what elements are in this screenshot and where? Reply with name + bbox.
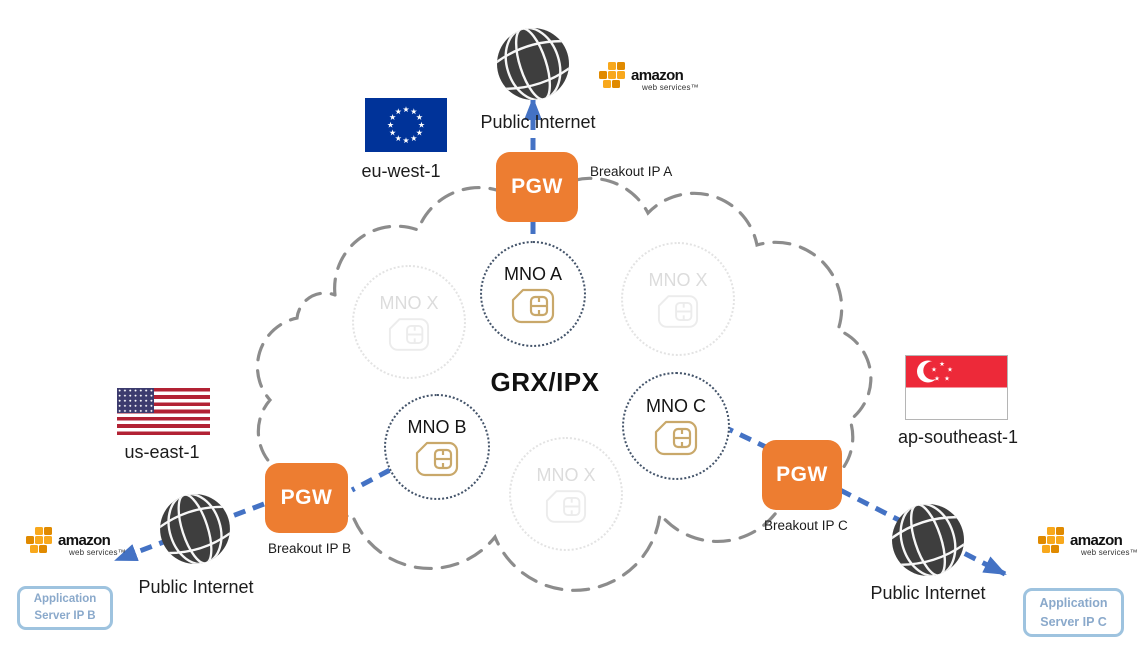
application-server-ip-c-box: Application Server IP C [1023, 588, 1124, 637]
mno-x-circle-top-right: MNO X [621, 242, 735, 356]
aws-logo-webservices-text: web services™ [642, 83, 699, 92]
internet-globe-icon-a [486, 17, 579, 110]
us-flag-canton [117, 388, 154, 414]
aws-logo-amazon-text: amazon [631, 67, 684, 84]
singapore-flag [905, 355, 1008, 420]
grx-ipx-core-label: GRX/IPX [490, 367, 600, 397]
application-server-ip-b-box: Application Server IP B [17, 586, 113, 630]
mno-x-circle-left: MNO X [352, 265, 466, 379]
internet-globe-icon-c [881, 493, 974, 586]
arrow-pgw-b-to-app-server-b [114, 501, 265, 563]
breakout-ip-a-label: Breakout IP A [590, 164, 673, 179]
aws-logo-right: amazon web services™ [1037, 527, 1138, 557]
internet-globe-icon-b [150, 484, 240, 574]
sim-card-icon [545, 489, 587, 523]
mno-x-circle-bottom: MNO X [509, 437, 623, 551]
public-internet-label-a: Public Internet [480, 112, 596, 132]
region-label-eu-west-1: eu-west-1 [361, 161, 441, 181]
mno-x-label: MNO X [379, 292, 439, 313]
region-label-ap-southeast-1: ap-southeast-1 [897, 427, 1019, 447]
pgw-a-box: PGW [496, 152, 578, 222]
us-flag [117, 388, 210, 435]
public-internet-label-b: Public Internet [138, 577, 254, 597]
aws-logo-left: amazon web services™ [25, 527, 126, 557]
mno-x-label: MNO X [536, 464, 596, 485]
sim-card-icon [657, 294, 699, 328]
aws-logo-webservices-text: web services™ [69, 548, 126, 557]
mno-x-label: MNO X [648, 269, 708, 290]
public-internet-label-c: Public Internet [870, 583, 986, 603]
sim-card-icon [654, 420, 698, 456]
mno-c-circle: MNO C [622, 372, 730, 480]
mno-b-label: MNO B [407, 417, 467, 437]
sim-card-icon [415, 441, 459, 477]
region-label-us-east-1: us-east-1 [124, 442, 200, 462]
application-server-ip-b-line1: Application [33, 593, 97, 606]
sim-card-icon [511, 288, 555, 324]
mno-c-label: MNO C [646, 396, 706, 416]
aws-logo-amazon-text: amazon [1070, 532, 1123, 549]
aws-logo-amazon-text: amazon [58, 532, 111, 549]
eu-flag [365, 98, 447, 152]
breakout-ip-c-label: Breakout IP C [764, 518, 848, 533]
link-mno-b-to-pgw-b [350, 467, 392, 493]
aws-logo-webservices-text: web services™ [1081, 548, 1138, 557]
pgw-c-box: PGW [762, 440, 842, 510]
breakout-ip-b-label: Breakout IP B [268, 541, 352, 556]
aws-boxes-icon [1038, 527, 1064, 553]
application-server-ip-c-line2: Server IP C [1040, 614, 1107, 629]
aws-boxes-icon [26, 527, 52, 553]
pgw-b-box: PGW [265, 463, 348, 533]
mno-a-circle: MNO A [480, 241, 586, 347]
aws-logo-top: amazon web services™ [598, 62, 699, 92]
application-server-ip-c-line1: Application [1039, 596, 1108, 611]
aws-boxes-icon [599, 62, 625, 88]
sim-card-icon [388, 317, 430, 351]
mno-b-circle: MNO B [384, 394, 490, 500]
mno-a-label: MNO A [503, 264, 562, 284]
arrow-pgw-c-to-app-server-c [838, 487, 1007, 577]
application-server-ip-b-line2: Server IP B [34, 610, 96, 622]
